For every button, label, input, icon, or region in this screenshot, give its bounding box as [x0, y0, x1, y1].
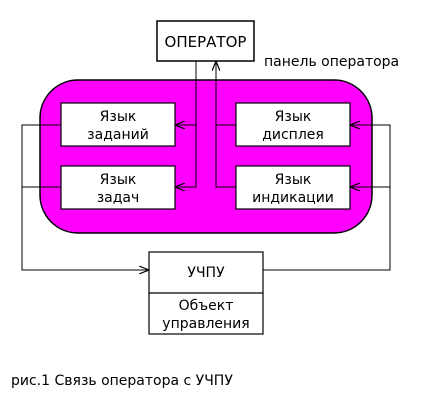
indication-language-line2: индикации	[252, 190, 334, 206]
indication-to-operator-arrow	[215, 125, 236, 188]
task-to-cnc-line	[21, 124, 148, 270]
display-language-box: Язык дисплея	[235, 102, 351, 147]
problem-language-box: Язык задач	[60, 165, 176, 210]
task-language-line2: заданий	[87, 127, 149, 143]
display-language-line2: дисплея	[262, 127, 324, 143]
task-language-line1: Язык	[100, 109, 137, 125]
operator-label: ОПЕРАТОР	[165, 33, 247, 51]
control-object-line1: Объект	[179, 298, 234, 314]
indication-language-line1: Язык	[275, 172, 312, 188]
connectors	[21, 61, 391, 271]
cnc-to-display-arrow	[263, 125, 391, 271]
operator-to-problem-arrow	[176, 125, 197, 187]
problem-language-line2: задач	[97, 190, 140, 206]
control-object-line2: управления	[162, 316, 249, 332]
task-language-box: Язык заданий	[60, 102, 176, 147]
operator-panel-label: панель оператора	[264, 54, 399, 70]
figure-caption: рис.1 Связь оператора с УЧПУ	[11, 373, 233, 389]
cnc-controller-box: УЧПУ Объект управления	[148, 251, 264, 335]
operator-box: ОПЕРАТОР	[156, 20, 255, 62]
indication-language-box: Язык индикации	[235, 165, 351, 210]
display-language-line1: Язык	[275, 109, 312, 125]
problem-language-line1: Язык	[100, 172, 137, 188]
cnc-label: УЧПУ	[187, 265, 225, 281]
